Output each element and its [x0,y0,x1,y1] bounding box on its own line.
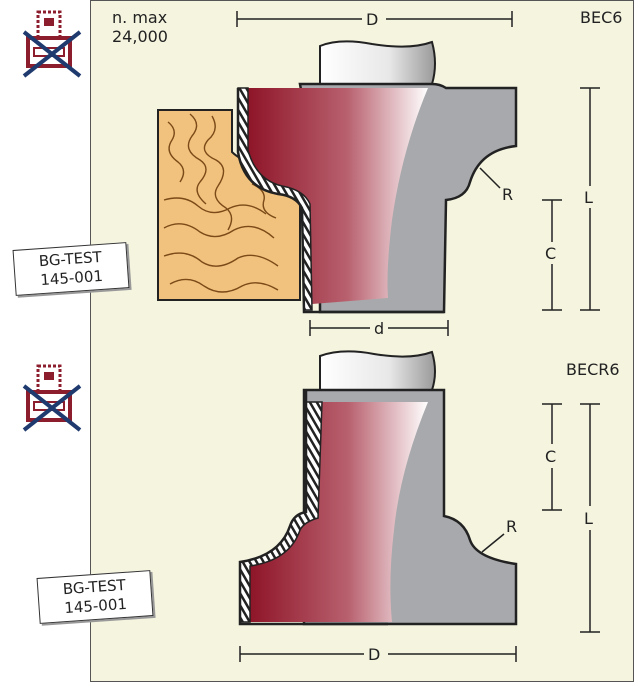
dimension-d [309,320,449,336]
dimension-D-top [236,11,513,27]
carbide-blade-bottom [250,402,428,622]
radius-leader-bottom [481,533,505,553]
label-L-top: L [584,188,593,207]
label-R-bottom: R [506,517,517,536]
model-code-top: BEC6 [580,8,622,27]
label-D-bottom: D [368,645,380,664]
test-tag-top: BG-TEST 145-001 [12,242,130,296]
dimension-C-bottom [542,403,562,511]
label-C-bottom: C [545,447,556,466]
label-d: d [374,319,384,338]
max-speed-line1: n. max [112,8,168,27]
label-L-bottom: L [584,509,593,528]
shank-bottom [319,350,436,391]
dimension-D-bottom [239,646,517,662]
max-speed-value: 24,000 [112,27,168,46]
shank-top [319,40,436,85]
bit-outline-top [236,88,444,314]
label-R-top: R [502,185,513,204]
wood-workpiece [157,109,301,301]
carbide-blade-top [248,88,428,304]
bit-outline-bottom [238,390,388,626]
label-C-top: C [545,244,556,263]
no-hand-feed-icon [22,364,82,432]
dimension-L-top [580,87,600,311]
label-D-top: D [366,10,378,29]
no-hand-feed-icon [22,10,82,78]
max-speed-label: n. max 24,000 [112,8,168,46]
model-code-bottom: BECR6 [566,360,620,379]
radius-leader-top [479,167,501,189]
test-tag-bottom: BG-TEST 145-001 [36,570,154,624]
dimension-L-bottom [580,403,600,633]
dimension-C-top [542,199,562,311]
